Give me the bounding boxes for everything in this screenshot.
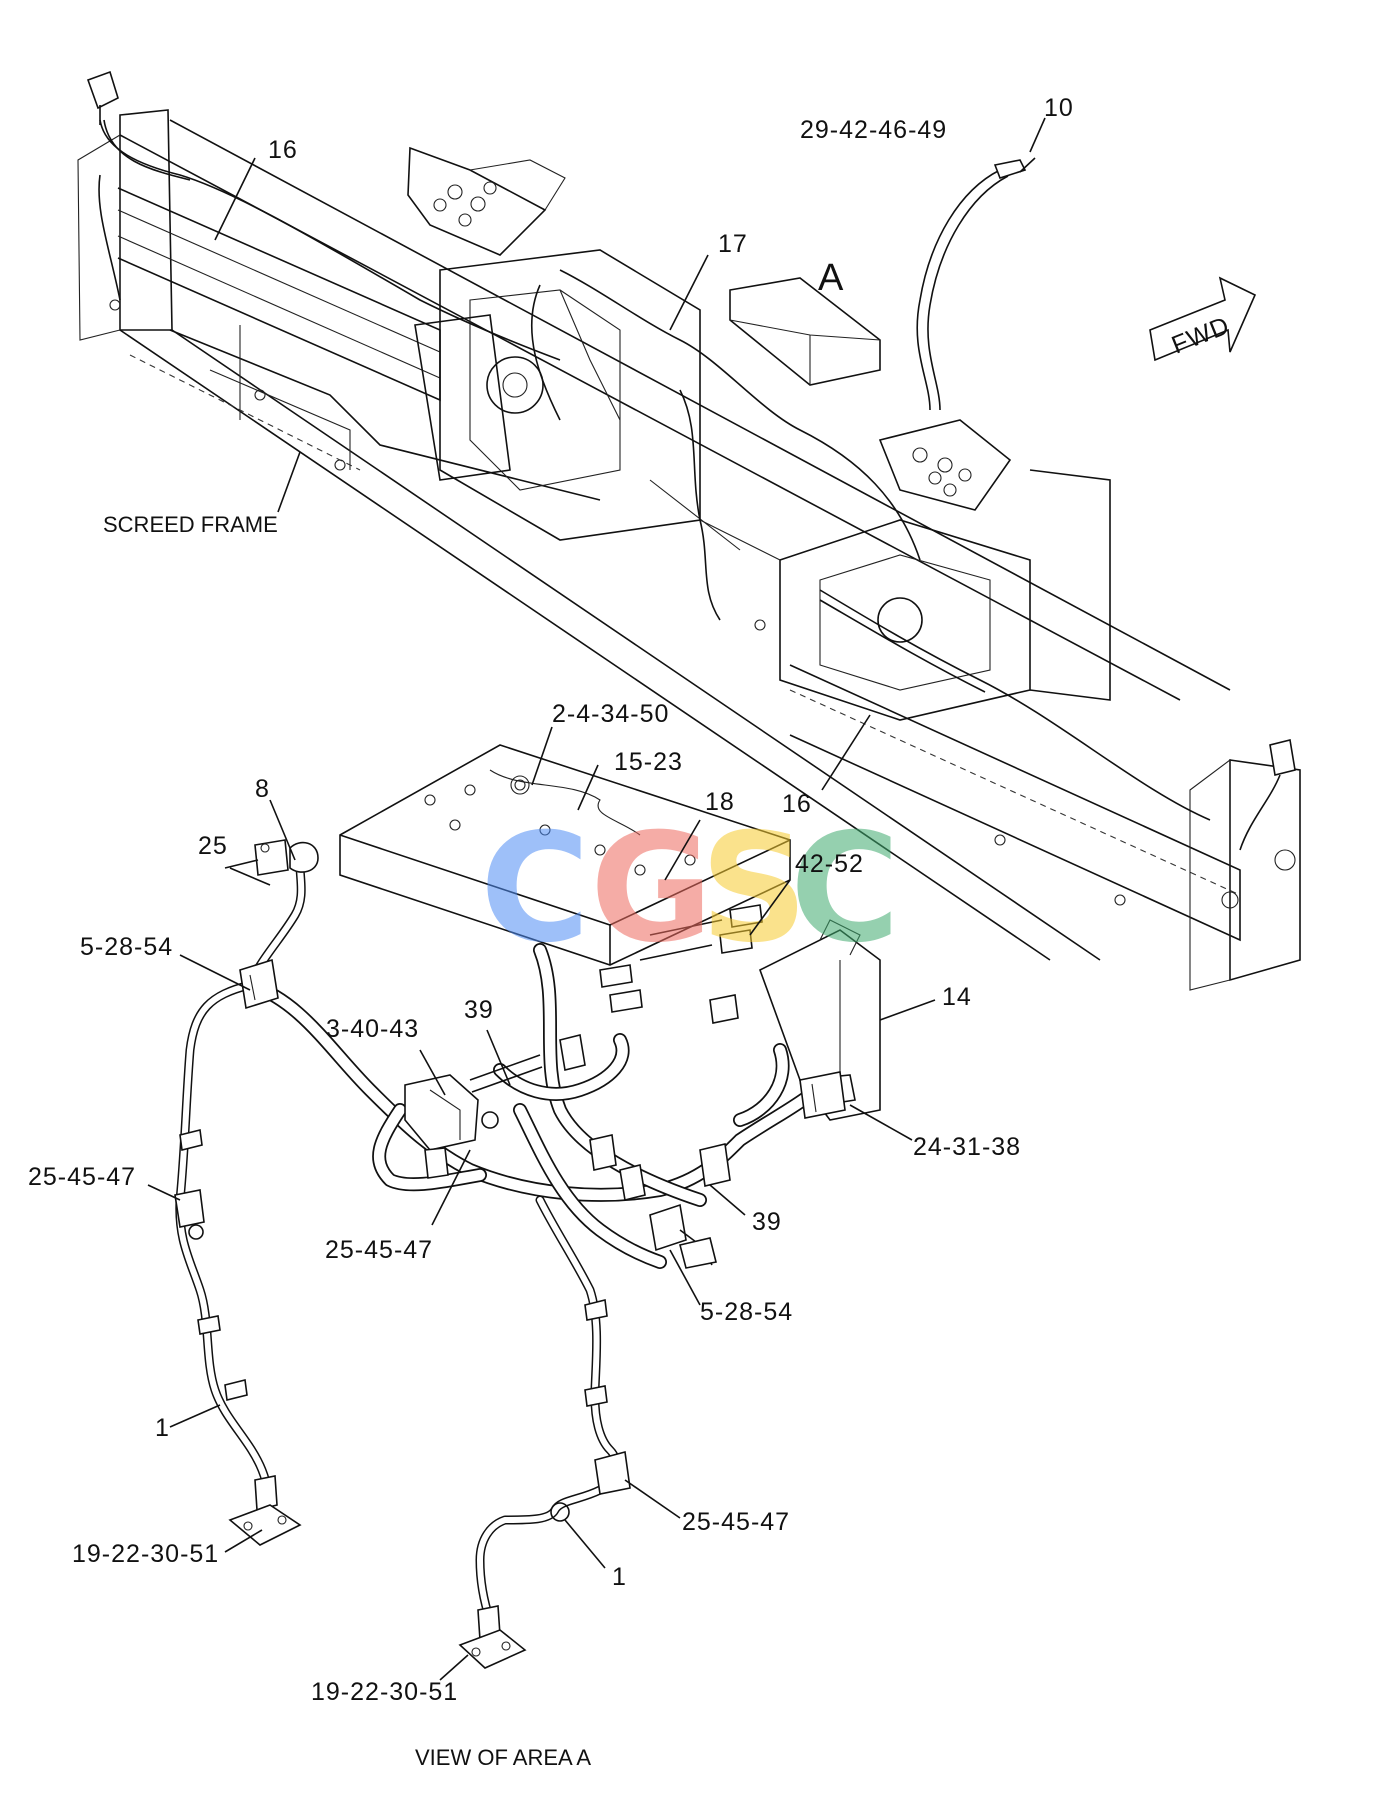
callout-3-40-43: 3-40-43 <box>326 1015 419 1043</box>
callout-29-42-46-49: 29-42-46-49 <box>800 116 947 144</box>
callout-39-upper: 39 <box>464 996 494 1024</box>
callout-14: 14 <box>942 983 972 1011</box>
callouts: 16 10 29-42-46-49 17 A SCREED FRAME 16 2… <box>28 94 1074 1770</box>
clip-25-45-47-right <box>594 1450 631 1495</box>
callout-18: 18 <box>705 788 735 816</box>
callout-25-45-47-right: 25-45-47 <box>682 1508 790 1536</box>
junction-box-a <box>729 277 881 386</box>
callout-42-52: 42-52 <box>795 850 864 878</box>
watermark-letter-3: S <box>700 802 808 976</box>
callout-17: 17 <box>718 230 748 258</box>
callout-25-45-47-mid: 25-45-47 <box>325 1236 433 1264</box>
clip-5-28-54-left <box>239 958 279 1010</box>
watermark-letter-4: C <box>790 802 900 976</box>
mounting-plate <box>339 744 791 966</box>
watermark-logo: C G S C <box>480 802 900 976</box>
right-control-panel <box>878 419 1012 511</box>
relay-module <box>404 1074 499 1179</box>
watermark-letter-2: G <box>590 802 713 976</box>
callout-19-22-30-51-left: 19-22-30-51 <box>72 1540 219 1568</box>
callout-5-28-54-right: 5-28-54 <box>700 1298 793 1326</box>
callout-19-22-30-51-right: 19-22-30-51 <box>311 1678 458 1706</box>
callout-15-23: 15-23 <box>614 748 683 776</box>
sensor-left <box>228 1475 302 1546</box>
clip-5-28-54-right <box>649 1203 717 1269</box>
callout-5-28-54-left: 5-28-54 <box>80 933 173 961</box>
callout-25-45-47-left: 25-45-47 <box>28 1163 136 1191</box>
callout-1-right: 1 <box>612 1563 627 1591</box>
screed-frame-label: SCREED FRAME <box>103 512 278 537</box>
callout-39-lower: 39 <box>752 1208 782 1236</box>
view-caption: VIEW OF AREA A <box>415 1745 591 1770</box>
area-label-a: A <box>818 257 844 299</box>
callout-24-31-38: 24-31-38 <box>913 1133 1021 1161</box>
callout-10: 10 <box>1044 94 1074 122</box>
callout-1-left: 1 <box>155 1414 170 1442</box>
main-wiring-harness <box>243 943 817 1269</box>
watermark-letter-1: C <box>480 802 590 976</box>
leader-lines <box>147 117 1046 1681</box>
callout-16-top: 16 <box>268 136 298 164</box>
screed-frame-assembly <box>77 70 1301 991</box>
sensor-8 <box>224 839 319 876</box>
callout-8: 8 <box>255 775 270 803</box>
forward-arrow-icon: FWD <box>1149 276 1257 362</box>
area-a-detail-view <box>174 744 881 1669</box>
clip-25-45-47-left <box>174 1189 205 1240</box>
callout-25: 25 <box>198 832 228 860</box>
callout-16-right: 16 <box>782 790 812 818</box>
bolts <box>599 904 763 1013</box>
sensor-right <box>458 1605 527 1669</box>
callout-2-4-34-50: 2-4-34-50 <box>552 700 669 728</box>
left-control-panel <box>407 146 566 256</box>
connector-24-31-38 <box>799 1071 846 1119</box>
